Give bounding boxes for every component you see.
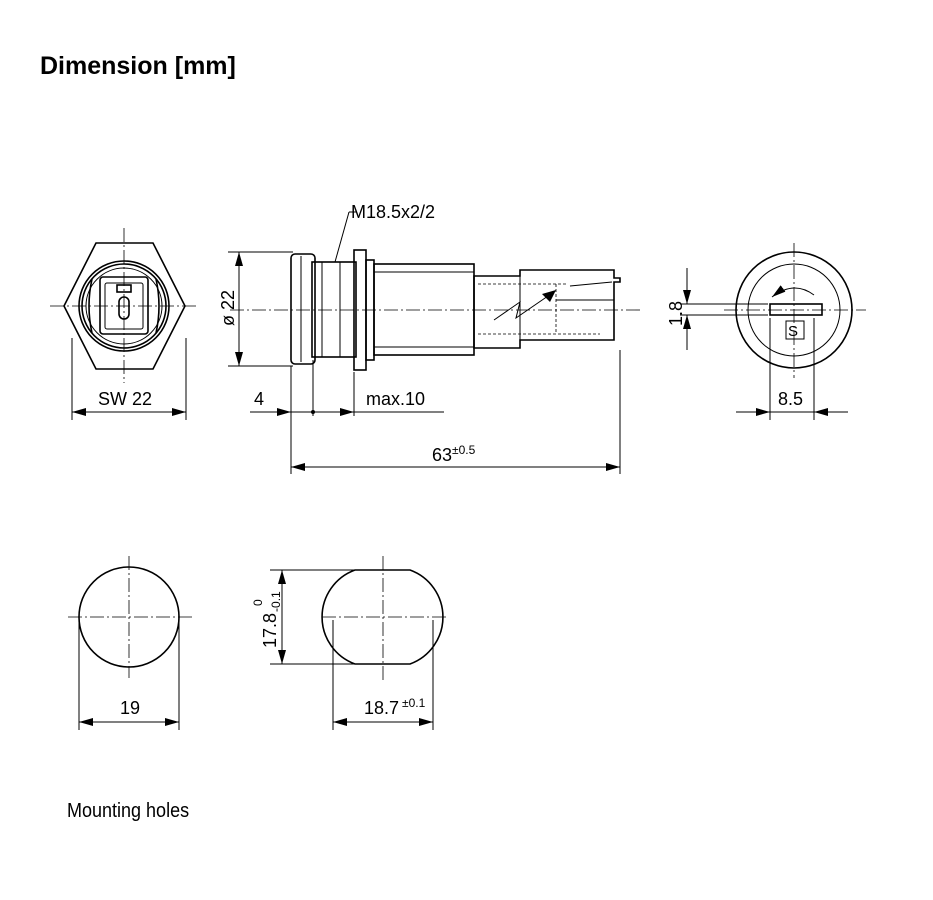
hole-flat-height-label: 17.8-0.1 [260, 591, 283, 648]
wrench-size-label: SW 22 [98, 389, 152, 409]
hole-flat-width-label: 18.7±0.1 [364, 696, 426, 718]
diameter-label: ø 22 [218, 290, 238, 326]
hole-round-label: 19 [120, 698, 140, 718]
flange [290, 253, 316, 365]
housing [373, 263, 475, 356]
rotation-arrow [771, 285, 815, 298]
panel-max-label: max.10 [366, 389, 425, 409]
key-offset-label: 1.8 [666, 301, 686, 326]
threaded-body [311, 261, 357, 358]
mounting-holes-caption: Mounting holes [67, 800, 190, 822]
hole-flat-height-tol-upper: 0 [251, 599, 265, 606]
side-view: ø 22 M18.5x2/2 4 max.10 63±0.5 [218, 202, 640, 474]
mounting-hole-round: 19 [68, 556, 195, 730]
overall-length-label: 63±0.5 [432, 443, 476, 465]
terminal-section [473, 269, 621, 349]
mounting-hole-flat: 17.8-0.1 0 18.7±0.1 [251, 556, 446, 730]
key-width-label: 8.5 [778, 389, 803, 409]
flange-offset-label: 4 [254, 389, 264, 409]
lock-symbol-box [785, 320, 805, 340]
lock-symbol: S [788, 323, 798, 340]
key-slot [769, 303, 823, 316]
front-view-hex: SW 22 [50, 228, 198, 420]
thread-label: M18.5x2/2 [351, 202, 435, 222]
rear-view: S 1.8 8.5 [666, 243, 866, 420]
break-symbol [493, 295, 549, 321]
page-title: Dimension [mm] [40, 52, 236, 80]
